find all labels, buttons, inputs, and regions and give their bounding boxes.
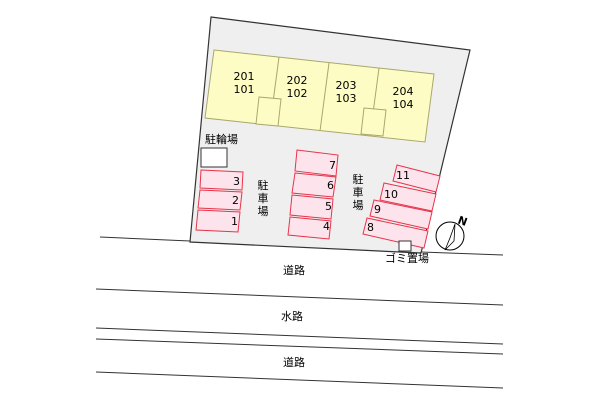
north-label: N	[456, 214, 469, 229]
bike-parking-box	[200, 147, 228, 168]
road-line	[95, 288, 504, 306]
parking-space-2	[197, 189, 243, 211]
parking-label-left-3: 場	[258, 205, 269, 218]
road-label-bottom: 道路	[283, 355, 305, 369]
waterway-line	[95, 327, 504, 345]
unit-label-101: 101	[234, 83, 255, 96]
parking-group-middle	[287, 149, 339, 240]
parking-group-left	[195, 169, 244, 233]
waterway-label: 水路	[281, 310, 303, 323]
space-number-2: 2	[232, 194, 239, 207]
unit-label-103: 103	[336, 92, 357, 105]
unit-label-104: 104	[393, 98, 414, 111]
parking-space-11	[392, 164, 441, 193]
space-number-7: 7	[329, 159, 336, 172]
parking-space-8	[362, 217, 429, 249]
parking-space-7	[294, 149, 339, 177]
parking-label-left-1: 駐	[258, 178, 269, 192]
parking-label-left-2: 車	[258, 191, 269, 205]
space-number-3: 3	[233, 175, 240, 188]
space-number-4: 4	[323, 220, 330, 233]
parking-space-4	[287, 216, 332, 240]
unit-label-201: 201	[234, 70, 255, 83]
space-number-1: 1	[231, 215, 238, 228]
parking-space-5	[289, 194, 334, 220]
bike-parking-label: 駐輪場	[205, 132, 238, 146]
space-number-8: 8	[367, 221, 374, 234]
unit-label-202: 202	[287, 74, 308, 87]
road-line	[95, 338, 504, 355]
road-line	[99, 236, 191, 242]
parking-space-9	[369, 199, 433, 230]
road-label-top: 道路	[283, 263, 305, 277]
garbage-label: ゴミ置場	[385, 251, 429, 265]
north-arrow-needle-light	[444, 223, 456, 251]
parking-label-right-3: 場	[353, 199, 364, 212]
road-line	[420, 251, 504, 256]
space-number-5: 5	[325, 200, 332, 213]
unit-label-203: 203	[336, 79, 357, 92]
space-number-6: 6	[327, 179, 334, 192]
unit-divider	[319, 62, 330, 132]
unit-label-102: 102	[287, 87, 308, 100]
space-number-9: 9	[374, 203, 381, 216]
space-number-10: 10	[384, 188, 398, 201]
parking-space-1	[195, 209, 241, 233]
space-number-11: 11	[396, 169, 410, 182]
building: 201 101 202 102 203 103 204 104	[204, 49, 435, 143]
parking-label-right-1: 駐	[353, 172, 364, 186]
parking-group-right	[362, 164, 441, 249]
stair-box	[360, 107, 387, 137]
parking-space-6	[291, 172, 337, 198]
garbage-box	[398, 240, 412, 252]
parking-space-3	[199, 169, 244, 191]
stair-box	[255, 96, 282, 127]
unit-label-204: 204	[393, 85, 414, 98]
north-arrow-circle	[435, 221, 465, 251]
north-arrow: N	[435, 214, 469, 251]
road-line	[95, 371, 504, 389]
parking-space-10	[379, 182, 437, 212]
parking-label-right-2: 車	[353, 185, 364, 199]
